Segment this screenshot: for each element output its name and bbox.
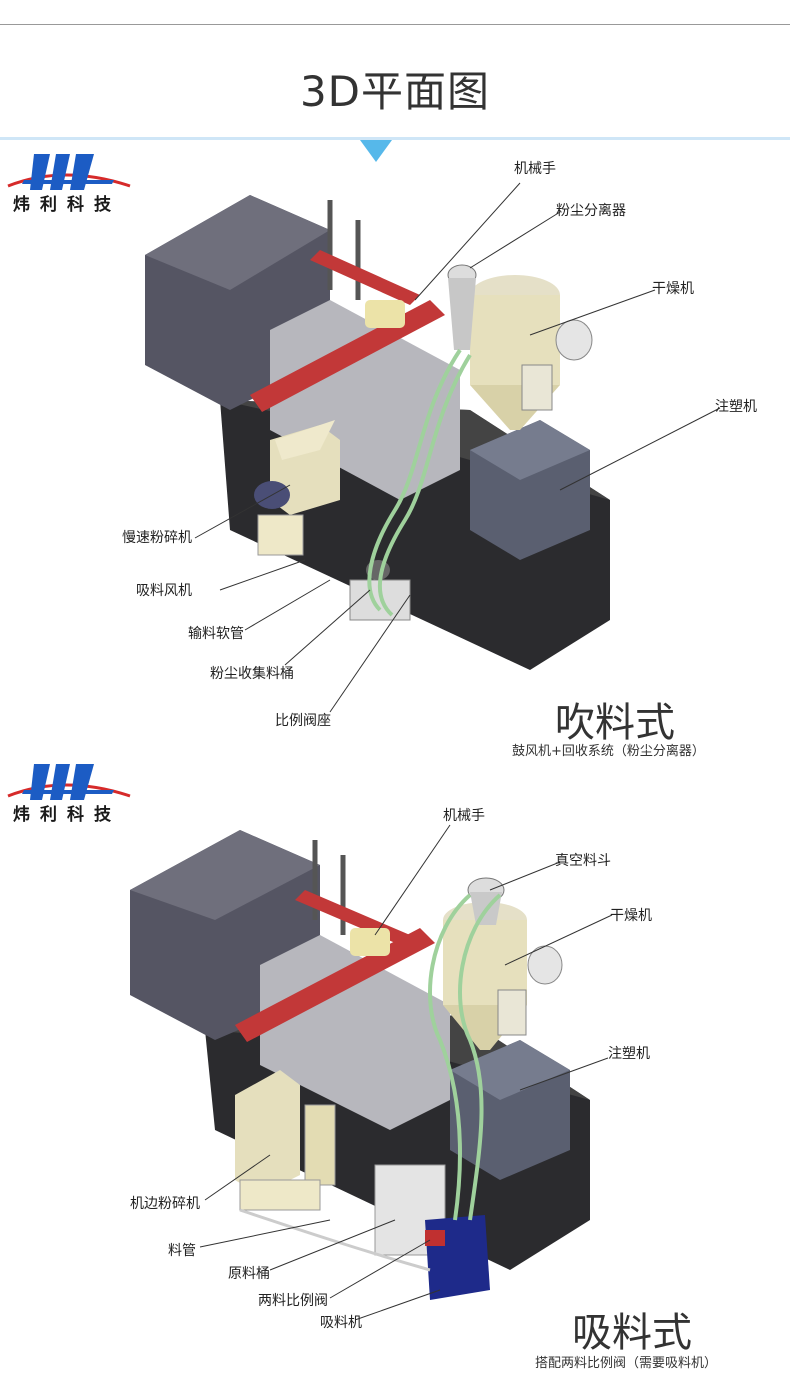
crusher-pipe: [239, 1208, 431, 1272]
caption-suction-type: 吸料式: [572, 1310, 692, 1356]
label-two-ratio-valve: 两料比例阀: [258, 1293, 328, 1309]
label-loader: 吸料机: [320, 1315, 362, 1331]
crusher-stand: [239, 1179, 321, 1211]
logo-text-2: 炜利科技: [13, 805, 121, 825]
logo-mark-icon: [7, 764, 131, 800]
label-raw-bin: 原料桶: [228, 1266, 270, 1282]
label-ratio-valve-seat: 比例阀座: [275, 713, 331, 729]
page-title: 3D平面图: [299, 67, 491, 116]
robot-head: [350, 928, 390, 956]
machine-frame: [260, 935, 450, 1130]
suction-type-diagram: [130, 824, 613, 1320]
label-soft-tube: 输料软管: [188, 626, 244, 642]
subcaption-blow-type: 鼓风机+回收系统（粉尘分离器）: [512, 744, 705, 759]
accent-divider: [0, 137, 790, 140]
transport-hose: [367, 348, 462, 612]
label-dryer: 干燥机: [652, 281, 694, 297]
logo-mark-icon: [7, 154, 131, 190]
label-robot-2: 机械手: [443, 808, 485, 824]
label-vacuum-hopper: 真空料斗: [555, 853, 611, 869]
label-pipe: 料管: [168, 1243, 196, 1259]
label-injection-machine: 注塑机: [715, 399, 757, 415]
dryer-body: [443, 920, 527, 1005]
ratio-valve: [425, 1230, 445, 1246]
blow-type-diagram: [145, 182, 721, 713]
transport-hose-2: [377, 353, 472, 617]
pointer-triangle-icon: [360, 140, 392, 162]
injection-top: [470, 420, 590, 480]
dryer-fan: [555, 319, 593, 361]
dryer-body: [470, 295, 560, 385]
label-dust-bin: 粉尘收集料桶: [210, 666, 294, 682]
conveyor-belt: [235, 928, 435, 1042]
label-slow-crusher: 慢速粉碎机: [122, 530, 192, 546]
dryer-panel: [521, 364, 553, 411]
top-divider: [0, 24, 790, 25]
dust-separator: [448, 278, 476, 350]
side-crusher: [235, 1070, 300, 1195]
caption-blow-type: 吹料式: [555, 700, 675, 746]
label-suction-fan: 吸料风机: [136, 583, 192, 599]
label-side-crusher: 机边粉碎机: [130, 1196, 200, 1212]
mold-block-top: [145, 195, 330, 290]
label-robot: 机械手: [514, 161, 556, 177]
crusher-panel: [304, 1104, 336, 1186]
robot-head: [365, 300, 405, 328]
company-logo: [4, 150, 134, 199]
leader-lines: [199, 824, 613, 1320]
leader-lines: [194, 182, 721, 713]
crusher-hopper: [275, 420, 335, 460]
material-pipe-2: [458, 893, 502, 1221]
logo-text: 炜利科技: [13, 195, 121, 215]
label-dust-separator: 粉尘分离器: [556, 203, 626, 219]
material-pipe: [428, 893, 472, 1221]
robot-beam: [310, 250, 420, 305]
mold-block-top: [130, 830, 320, 920]
label-injection-machine-2: 注塑机: [608, 1046, 650, 1062]
crusher-stand: [257, 514, 304, 556]
company-logo-2: [4, 760, 134, 809]
loader-machine: [425, 1215, 490, 1300]
label-dryer-2: 干燥机: [610, 908, 652, 924]
subcaption-suction-type: 搭配两料比例阀（需要吸料机）: [535, 1356, 718, 1371]
dryer-panel: [497, 989, 527, 1036]
